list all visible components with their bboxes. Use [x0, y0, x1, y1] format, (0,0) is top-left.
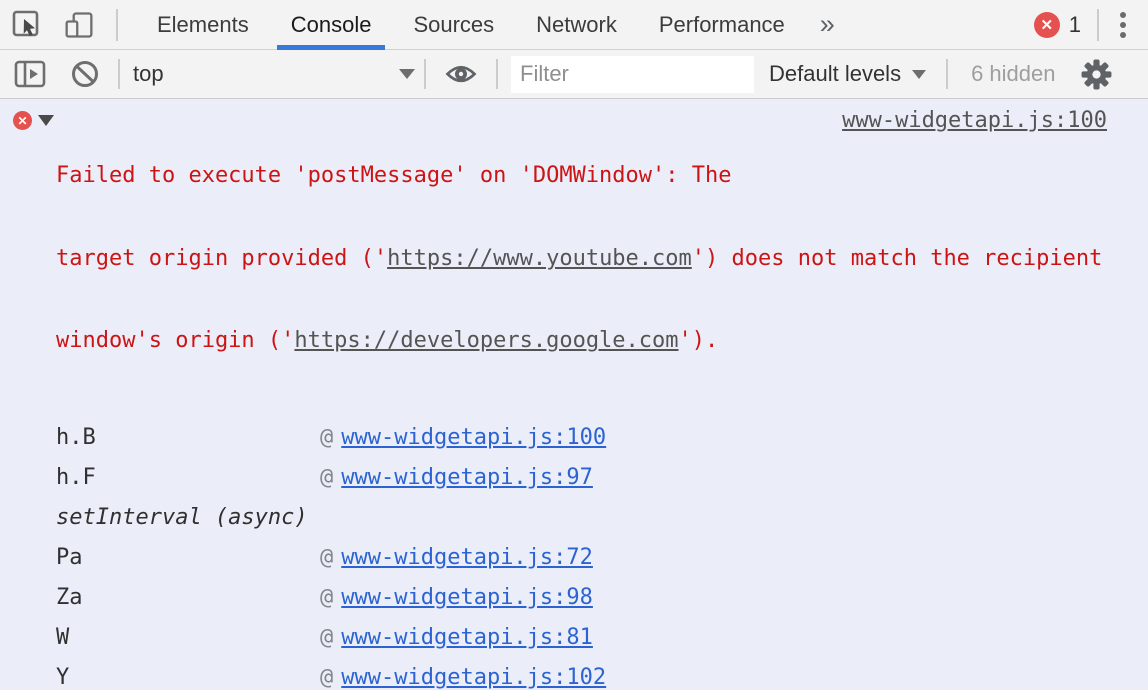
console-toolbar: top Default levels 6 hidden — [0, 50, 1148, 99]
at-symbol: @ — [320, 465, 334, 490]
function-name: h.F — [56, 465, 96, 490]
tab-performance[interactable]: Performance — [658, 11, 785, 37]
stack-frame: W @ www-widgetapi.js:81 — [56, 618, 1107, 658]
stack-frame: Y @ www-widgetapi.js:102 — [56, 658, 1107, 690]
live-expression-eye-icon[interactable] — [444, 61, 478, 87]
source-link[interactable]: www-widgetapi.js:98 — [341, 585, 593, 610]
javascript-context-select[interactable]: top — [133, 61, 415, 87]
tab-console[interactable]: Console — [270, 0, 393, 50]
inspect-element-icon[interactable] — [12, 10, 42, 40]
error-line-1: Failed to execute 'postMessage' on 'DOMW… — [56, 163, 732, 188]
panel-tabs: Elements Console Sources Network Perform… — [136, 0, 849, 50]
source-link[interactable]: www-widgetapi.js:100 — [341, 425, 607, 450]
settings-gear-icon[interactable] — [1080, 58, 1113, 91]
at-symbol: @ — [320, 425, 334, 450]
tab-sources[interactable]: Sources — [413, 11, 495, 37]
divider — [424, 59, 426, 89]
error-source-link[interactable]: www-widgetapi.js:100 — [842, 108, 1107, 133]
stack-frame-async: setInterval (async) — [56, 498, 1107, 538]
function-name: W — [56, 625, 70, 650]
error-line-2: target origin provided ('https://www.you… — [56, 245, 1103, 271]
console-error-message: ✕ www-widgetapi.js:100 Failed to execute… — [0, 99, 1148, 690]
device-toolbar-icon[interactable] — [64, 9, 94, 41]
divider — [118, 59, 120, 89]
stack-frame: Pa @ www-widgetapi.js:72 — [56, 538, 1107, 578]
filter-input[interactable] — [511, 55, 754, 93]
async-boundary-label: setInterval (async) — [56, 505, 308, 530]
error-text: Failed to execute 'postMessage' on 'DOMW… — [56, 107, 1107, 410]
stack-frame: h.F @ www-widgetapi.js:97 — [56, 458, 1107, 498]
at-symbol: @ — [320, 625, 334, 650]
context-value: top — [133, 61, 164, 86]
at-symbol: @ — [320, 585, 334, 610]
chevron-down-icon — [399, 69, 415, 79]
source-link[interactable]: www-widgetapi.js:72 — [341, 545, 593, 570]
more-tabs-icon[interactable]: » — [819, 9, 835, 39]
tab-network[interactable]: Network — [536, 11, 617, 37]
levels-value: Default levels — [769, 61, 902, 86]
function-name: Y — [56, 665, 70, 690]
stack-expander-icon[interactable] — [38, 115, 54, 126]
divider — [1097, 8, 1099, 41]
source-link[interactable]: www-widgetapi.js:102 — [341, 665, 607, 690]
at-symbol: @ — [320, 665, 334, 690]
function-name: Za — [56, 585, 83, 610]
log-levels-select[interactable]: Default levels — [769, 61, 927, 87]
chevron-down-icon — [912, 69, 927, 79]
error-level-icon: ✕ — [13, 111, 32, 130]
google-url-link[interactable]: https://developers.google.com — [294, 328, 679, 353]
youtube-url-link[interactable]: https://www.youtube.com — [387, 245, 692, 271]
stack-frame: Za @ www-widgetapi.js:98 — [56, 578, 1107, 618]
stack-trace: h.B @ www-widgetapi.js:100 h.F @ www-wid… — [56, 418, 1107, 690]
error-badge-icon[interactable]: ✕ — [1033, 11, 1060, 38]
at-symbol: @ — [320, 545, 334, 570]
clear-console-icon[interactable] — [70, 59, 100, 89]
console-messages: ✕ www-widgetapi.js:100 Failed to execute… — [0, 99, 1148, 690]
source-link[interactable]: www-widgetapi.js:81 — [341, 625, 593, 650]
divider — [496, 59, 498, 89]
tab-elements[interactable]: Elements — [157, 11, 249, 37]
hidden-messages-count: 6 hidden — [971, 61, 1056, 86]
source-link[interactable]: www-widgetapi.js:97 — [341, 465, 593, 490]
devtools-tabbar: Elements Console Sources Network Perform… — [0, 0, 1148, 50]
divider — [116, 8, 118, 41]
customize-menu-icon[interactable] — [1116, 8, 1130, 42]
function-name: Pa — [56, 545, 83, 570]
divider — [946, 59, 949, 89]
stack-frame: h.B @ www-widgetapi.js:100 — [56, 418, 1107, 458]
error-line-3: window's origin ('https://developers.goo… — [56, 328, 719, 353]
error-count: 1 — [1068, 11, 1081, 37]
console-sidebar-icon[interactable] — [14, 60, 46, 88]
function-name: h.B — [56, 425, 96, 450]
